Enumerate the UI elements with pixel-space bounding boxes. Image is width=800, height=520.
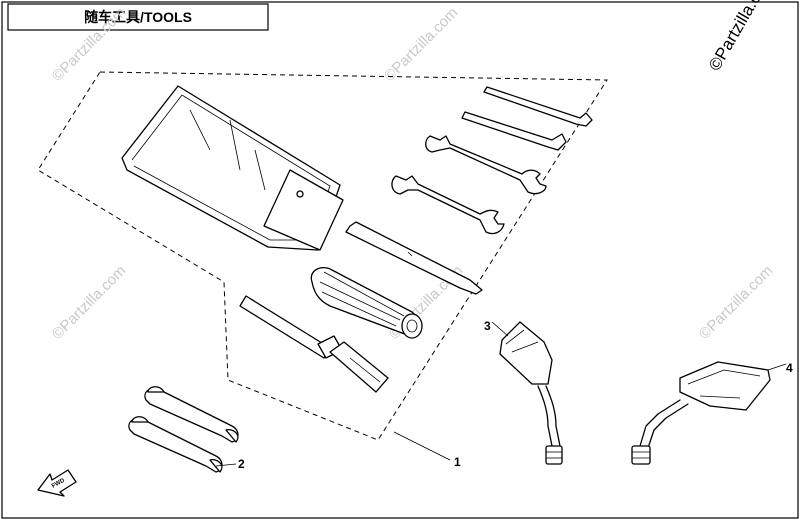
leader-lines	[215, 321, 787, 467]
screwdriver-shaft	[345, 221, 483, 295]
spark-plug-wrench	[239, 295, 389, 393]
right-mirror	[631, 361, 771, 465]
callout-number: 3	[484, 319, 491, 333]
callout-number: 1	[454, 455, 461, 469]
tool-kit-group-outline	[37, 71, 608, 441]
open-end-wrenches	[391, 135, 547, 235]
watermark-text: ©Partzilla.com	[49, 262, 130, 343]
watermark-text: ©Partzilla.com	[381, 4, 462, 85]
watermark-text: ©Partzilla.com	[696, 262, 777, 343]
fwd-arrow-icon: FWD	[37, 469, 77, 497]
title-box: 随车工具/TOOLS	[7, 3, 269, 31]
hex-keys	[461, 86, 593, 151]
callout-number: 4	[786, 361, 793, 375]
diagram-title: 随车工具/TOOLS	[84, 9, 192, 25]
rubber-straps	[128, 386, 239, 473]
copyright-text: ©Partzilla.com	[705, 0, 776, 74]
left-mirror	[499, 321, 563, 465]
tool-pouch	[121, 85, 344, 251]
screwdriver-handle	[310, 267, 423, 339]
callout-number: 2	[238, 457, 245, 471]
